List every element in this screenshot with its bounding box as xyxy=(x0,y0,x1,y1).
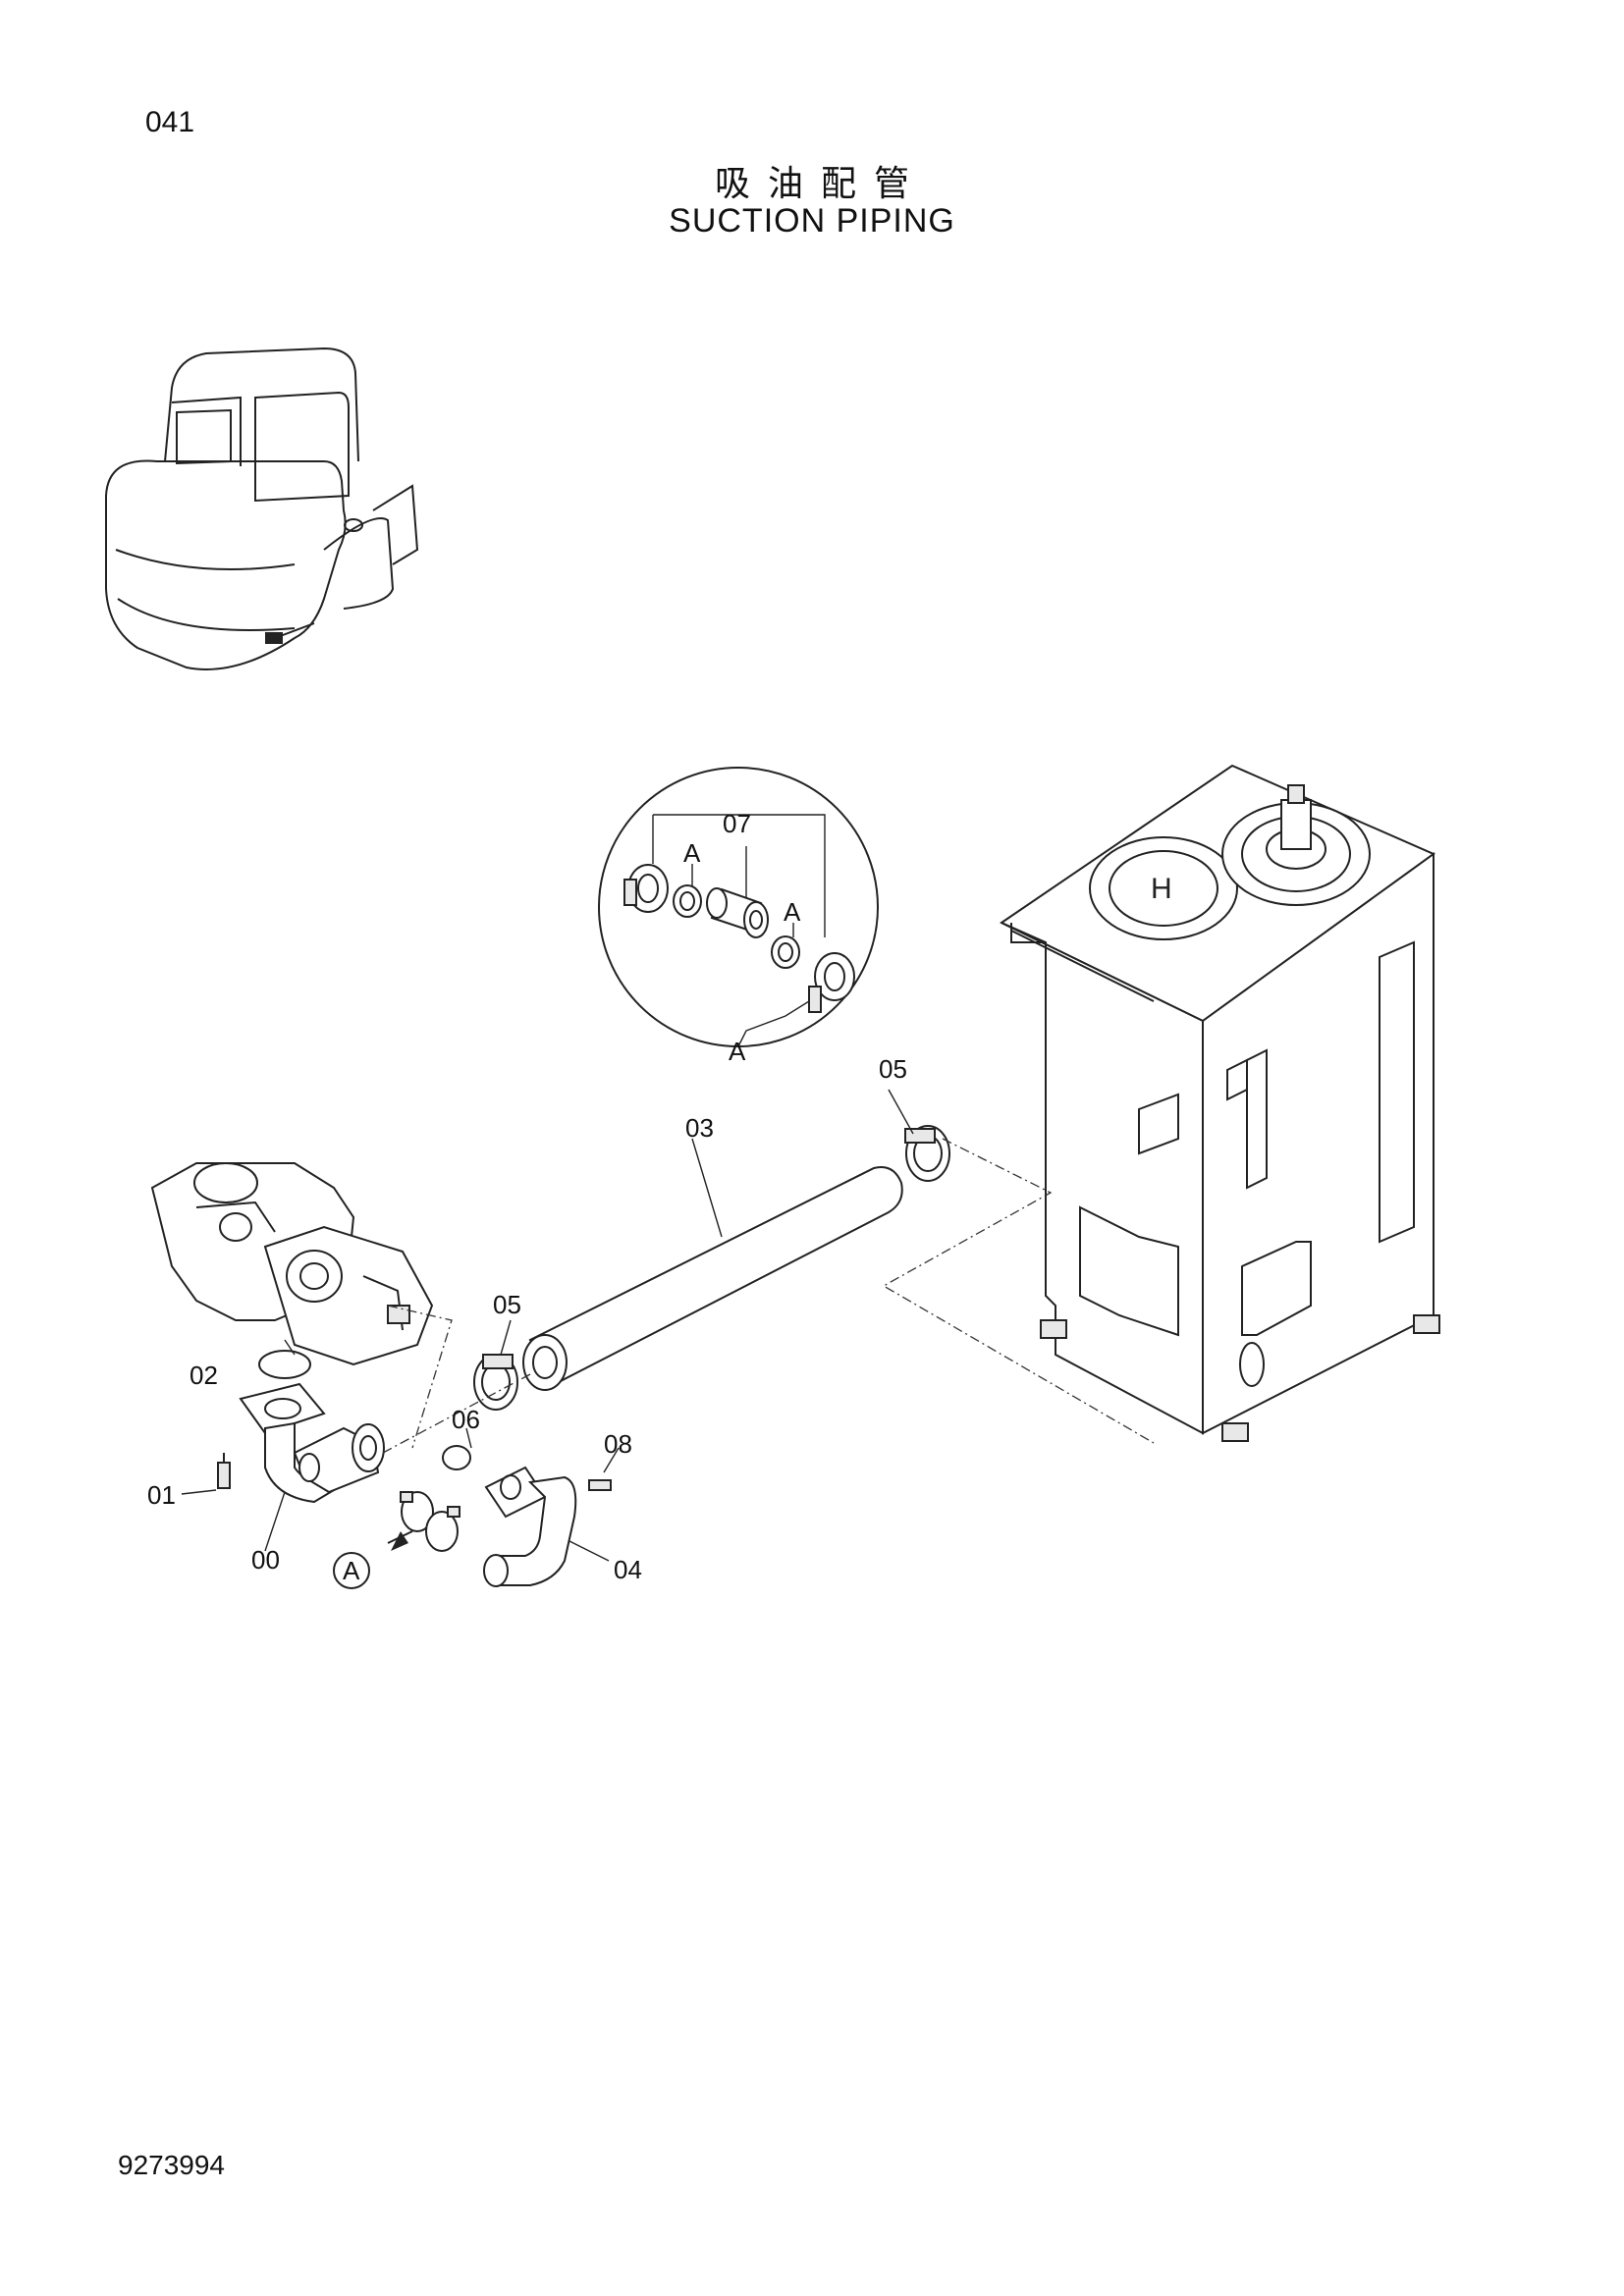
page-title-cn: 吸油配管 xyxy=(714,164,927,204)
suction-hose xyxy=(522,1138,903,1391)
callout-detail-a-reference: A xyxy=(343,1556,360,1585)
hydraulic-pump xyxy=(150,1162,434,1366)
callout-labels: 05 03 05 02 06 08 01 00 04 A xyxy=(147,1054,907,1589)
callout-detail-a-left: A xyxy=(683,838,701,868)
callout-08: 08 xyxy=(604,1429,632,1459)
callout-detail-a-label: A xyxy=(729,1037,746,1066)
callout-03: 03 xyxy=(685,1113,714,1143)
hose-clamp-05-lower xyxy=(473,1319,518,1411)
callout-04: 04 xyxy=(614,1555,642,1584)
hose-clamp-05-upper xyxy=(888,1089,950,1182)
hose-clamp-pair-a xyxy=(387,1491,460,1552)
callout-00: 00 xyxy=(251,1545,280,1575)
svg-text:H: H xyxy=(1151,873,1172,905)
callout-05-upper: 05 xyxy=(879,1054,907,1084)
document-id: 9273994 xyxy=(118,2150,226,2180)
suction-tube-assembly xyxy=(442,1427,620,1587)
page-number: 041 xyxy=(145,106,195,138)
callout-05-lower: 05 xyxy=(493,1290,521,1319)
hydraulic-tank: H xyxy=(1000,764,1440,1442)
callout-detail-a-right: A xyxy=(784,897,801,927)
detail-a-view: 07 A A A xyxy=(598,767,879,1066)
assembly-leader-lines xyxy=(382,1138,1155,1454)
callout-06: 06 xyxy=(452,1405,480,1434)
callout-07: 07 xyxy=(723,809,751,838)
page-title-en: SUCTION PIPING xyxy=(669,202,955,240)
callout-01: 01 xyxy=(147,1480,176,1510)
callout-02: 02 xyxy=(189,1361,218,1390)
suction-elbow-assembly xyxy=(181,1339,385,1552)
excavator-overview-illustration xyxy=(105,347,419,670)
detail-a-reference-circle xyxy=(333,1552,370,1589)
